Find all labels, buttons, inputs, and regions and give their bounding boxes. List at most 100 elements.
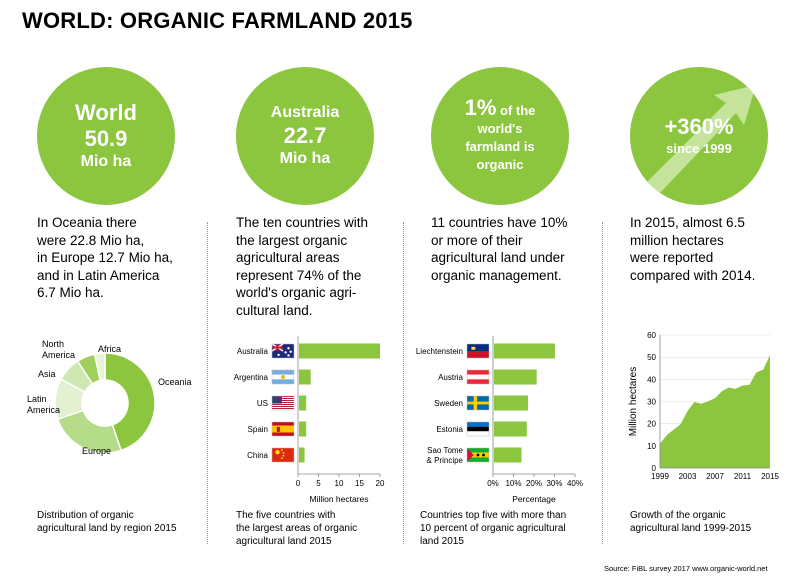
- donut-label: America: [42, 350, 75, 360]
- circle-australia-value: 22.7: [283, 123, 327, 148]
- caption-growth: Growth of the organic agricultural land …: [630, 509, 800, 535]
- description-line: or more of their: [431, 232, 523, 248]
- x-tick-label: 5: [316, 479, 321, 488]
- x-tick-label: 2007: [706, 472, 724, 481]
- liechtenstein-flag-icon: [466, 343, 490, 359]
- category-label: Sweden: [434, 399, 463, 408]
- bar: [494, 421, 527, 437]
- circle-growth-value: +360%: [664, 114, 734, 139]
- estonia-flag-icon: [466, 421, 490, 437]
- y-tick-label: 0: [652, 464, 657, 473]
- bar: [299, 369, 311, 385]
- region-donut-chart: OceaniaEuropeLatinAmericaAsiaNorthAmeric…: [27, 339, 192, 456]
- caption-line: land 2015: [420, 536, 464, 547]
- bar: [494, 369, 537, 385]
- description-line: organic management.: [431, 267, 562, 283]
- y-axis-title: Million hectares: [628, 367, 639, 436]
- donut-label: Asia: [38, 369, 56, 379]
- world-circle: World 50.9 Mio ha: [37, 67, 175, 205]
- growth-circle: +360% since 1999: [630, 67, 768, 205]
- y-tick-label: 40: [647, 375, 656, 384]
- circle-share-line1: 1% of the: [465, 96, 536, 120]
- description-line: cultural land.: [236, 302, 313, 318]
- caption-australia: The five countries with the largest area…: [236, 509, 411, 548]
- description-line: were 22.8 Mio ha,: [37, 232, 145, 248]
- description-line: million hectares: [630, 232, 724, 248]
- category-label: Argentina: [234, 373, 269, 382]
- donut-label: Latin: [27, 394, 47, 404]
- x-tick-label: 40%: [567, 479, 583, 488]
- category-label: Australia: [237, 347, 269, 356]
- australia-flag-icon: [271, 343, 295, 359]
- sweden-flag-icon: [466, 395, 490, 411]
- caption-line: The five countries with: [236, 510, 336, 521]
- share-circle: 1% of the world's farmland is organic: [431, 67, 569, 205]
- x-tick-label: 20: [376, 479, 385, 488]
- bar: [494, 447, 522, 463]
- description-line: and in Latin America: [37, 267, 160, 283]
- circle-share-line4: organic: [476, 156, 524, 172]
- china-flag-icon: [271, 447, 295, 463]
- bar: [299, 343, 380, 359]
- donut-slice: [93, 352, 106, 382]
- x-tick-label: 2011: [734, 472, 752, 481]
- separator: [602, 222, 603, 544]
- description-growth: In 2015, almost 6.5 million hectares wer…: [630, 214, 790, 284]
- description-line: represent 74% of the: [236, 267, 362, 283]
- x-axis-title: Million hectares: [309, 494, 368, 504]
- separator: [207, 222, 208, 544]
- circle-australia-label: Australia: [270, 104, 340, 121]
- circle-world-unit: Mio ha: [80, 153, 132, 170]
- description-line: agricultural land under: [431, 250, 565, 265]
- description-line: world's organic agri-: [236, 285, 357, 300]
- circle-world-label: World: [75, 100, 137, 125]
- spain-flag-icon: [271, 421, 295, 437]
- growth-arrow-icon: [644, 85, 756, 195]
- caption-line: 10 percent of organic agricultural: [420, 523, 566, 534]
- description-line: 6.7 Mio ha.: [37, 285, 104, 300]
- bar: [299, 447, 305, 463]
- category-label: Sao Tome: [427, 446, 463, 455]
- x-tick-label: 10: [335, 479, 344, 488]
- description-line: 11 countries have 10%: [431, 215, 568, 230]
- caption-line: Growth of the organic: [630, 510, 726, 521]
- description-australia: The ten countries with the largest organ…: [236, 214, 396, 319]
- y-tick-label: 60: [647, 331, 656, 340]
- caption-line: Countries top five with more than: [420, 510, 567, 521]
- bar: [494, 343, 555, 359]
- category-label: Liechtenstein: [416, 347, 463, 356]
- caption-world: Distribution of organic agricultural lan…: [37, 509, 212, 535]
- x-tick-label: 0: [296, 479, 301, 488]
- caption-line: agricultural land 2015: [236, 536, 332, 547]
- caption-line: Distribution of organic: [37, 510, 134, 521]
- x-tick-label: 30%: [546, 479, 562, 488]
- caption-line: the largest areas of organic: [236, 523, 358, 534]
- separator: [403, 222, 404, 544]
- x-tick-label: 15: [355, 479, 364, 488]
- caption-line: agricultural land by region 2015: [37, 523, 177, 534]
- x-axis-title: Percentage: [512, 494, 556, 504]
- description-line: in Europe 12.7 Mio ha,: [37, 250, 173, 265]
- us-flag-icon: [271, 395, 295, 411]
- argentina-flag-icon: [271, 369, 295, 385]
- area-series: [660, 355, 770, 468]
- source-note: Source: FiBL survey 2017 www.organic-wor…: [604, 564, 768, 573]
- circle-world-value: 50.9: [84, 126, 128, 151]
- y-tick-label: 30: [647, 398, 656, 407]
- description-line: In Oceania there: [37, 215, 137, 230]
- caption-line: agricultural land 1999-2015: [630, 523, 752, 534]
- x-tick-label: 0%: [487, 479, 499, 488]
- page-title: WORLD: ORGANIC FARMLAND 2015: [22, 8, 413, 33]
- category-label: Spain: [248, 425, 268, 434]
- x-tick-label: 10%: [505, 479, 521, 488]
- x-tick-label: 2015: [761, 472, 779, 481]
- donut-slice: [104, 352, 156, 452]
- austria-flag-icon: [466, 369, 490, 385]
- x-tick-label: 1999: [651, 472, 669, 481]
- description-world: In Oceania there were 22.8 Mio ha, in Eu…: [37, 214, 197, 302]
- description-line: the largest organic: [236, 232, 348, 248]
- description-line: compared with 2014.: [630, 267, 756, 283]
- category-label: Estonia: [436, 425, 463, 434]
